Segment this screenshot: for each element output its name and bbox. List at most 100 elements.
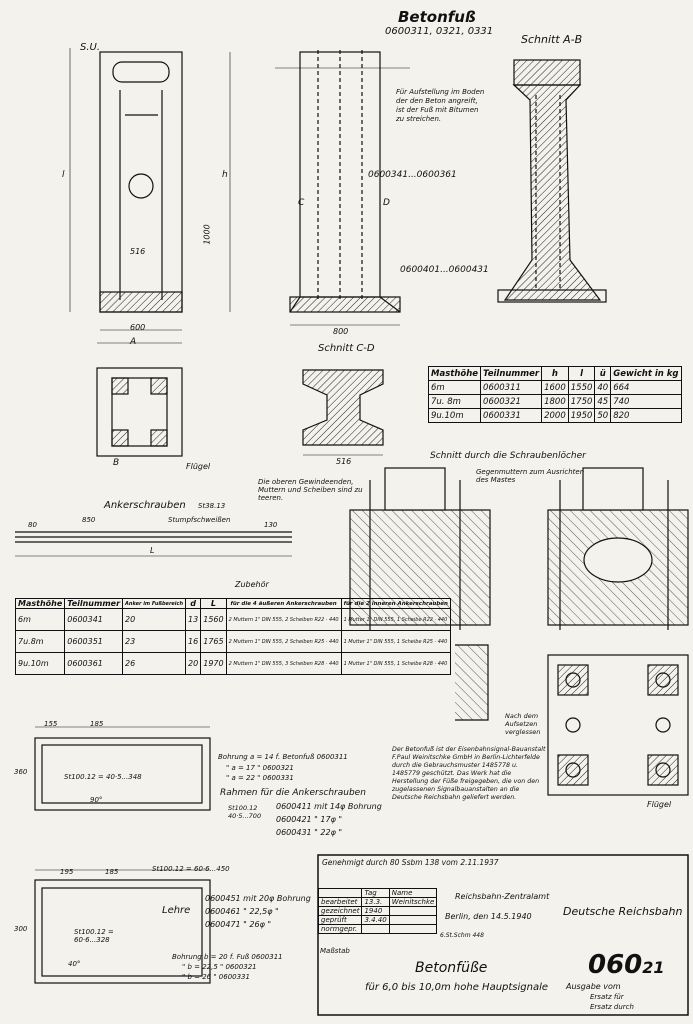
cell: 2000	[541, 408, 569, 423]
patent-paragraph: Der Betonfuß ist der Eisenbahnsignal-Bau…	[392, 746, 546, 801]
th-ue: ü	[594, 366, 612, 381]
label-c: C	[298, 198, 305, 208]
frame-anchor-spec: St100.12 40·5...700	[228, 804, 262, 820]
frame2-spec-mid: St100.12 = 60·6...328	[74, 928, 114, 944]
dim-516: 516	[130, 247, 146, 256]
plan-view	[96, 342, 183, 457]
lehre-row-1: 0600451 mit 20φ Bohrung	[205, 894, 311, 903]
cell: 20	[185, 652, 202, 675]
th-zub-1: für die 4 äußeren Ankerschrauben	[225, 598, 342, 609]
cell: 1 Mutter 1" DIN 555, 1 Scheibe R22 · 440	[340, 608, 451, 631]
cell: 0600331	[480, 408, 543, 423]
th-teilnummer: Teilnummer	[480, 366, 543, 381]
frame-anchor-row-3: 0600431 " 22φ "	[276, 828, 343, 837]
anchor-bolt-view	[15, 531, 292, 557]
label-d: D	[383, 198, 390, 208]
drawing-title: Betonfüße	[415, 960, 488, 976]
anchor-length-L: L	[150, 546, 155, 555]
frame1-d185: 185	[90, 720, 104, 728]
front-view-left	[69, 48, 231, 331]
cell	[388, 906, 438, 916]
org-label: Deutsche Reichsbahn	[563, 905, 683, 918]
cell: 1800	[541, 394, 569, 409]
cell: 13	[185, 608, 202, 631]
cell: 23	[122, 630, 187, 653]
ausgabe-label: Ausgabe vom	[566, 982, 621, 991]
cell: 1560	[200, 608, 227, 631]
lehre-title: Lehre	[162, 905, 191, 916]
th-a-a: Anker im Fußbereich	[122, 598, 187, 609]
fluegel-label-2: Flügel	[647, 800, 672, 809]
drawing-subtitle: für 6,0 bis 10,0m hohe Hauptsignale	[365, 982, 549, 993]
drawing-number-sub: 21	[642, 958, 665, 977]
label-b: B	[113, 458, 120, 468]
cell: 664	[610, 380, 682, 395]
fluegel-label-1: Flügel	[186, 462, 211, 471]
anchor-d130: 130	[264, 521, 278, 529]
anchor-weld: Stumpfschweißen	[168, 516, 231, 524]
cell	[388, 924, 438, 934]
cell: gezeichnet	[317, 906, 363, 916]
cell: 50	[594, 408, 612, 423]
cell: Name	[388, 888, 438, 898]
approval-note: Genehmigt durch 80 Ssbm 138 vom 2.11.193…	[322, 858, 499, 867]
cell	[361, 924, 390, 934]
cell: 820	[610, 408, 682, 423]
bolt-plan-view	[455, 644, 689, 796]
th-a-d: d	[185, 598, 202, 609]
sign-ref: 6.St.Schm 448	[440, 932, 484, 939]
title-block-border	[317, 854, 689, 1016]
drawing-number-main: 060	[588, 950, 643, 980]
cell: Weinitschke	[388, 897, 438, 907]
lehre-bore-2: " b = 26 " 0600331	[182, 973, 250, 981]
cell: 9u.10m	[14, 652, 66, 675]
su-label: S.U.	[80, 42, 101, 53]
frame1-angle: 90°	[90, 796, 103, 804]
th-a-teilnummer: Teilnummer	[64, 598, 124, 609]
cell: 2 Muttern 1" DIN 555, 3 Scheiben R28 · 4…	[225, 652, 342, 675]
th-h: h	[541, 366, 569, 381]
ersatz-durch-label: Ersatz durch	[590, 1003, 634, 1011]
cell: 1550	[567, 380, 596, 395]
frame-anchor-title: Rahmen für die Ankerschrauben	[220, 788, 366, 798]
section-cd-label: Schnitt C-D	[318, 343, 375, 354]
cell: 6m	[427, 380, 482, 395]
lehre-bore-title: Bohrung b = 20 f. Fuß 0600311	[172, 953, 283, 961]
frame1-d360: 360	[14, 768, 28, 776]
frame2-d185: 185	[105, 868, 119, 876]
frame-view-2	[34, 869, 211, 984]
lehre-bore-1: " b = 22,5 " 0600321	[182, 963, 257, 971]
cell: Tag	[361, 888, 390, 898]
label-a: A	[130, 337, 137, 347]
cell: geprüft	[317, 915, 363, 925]
dim-600: 600	[130, 323, 146, 332]
lehre-row-2: 0600461 " 22,5φ "	[205, 907, 279, 916]
frame2-spec-top: St100.12 = 60·6...450	[152, 865, 230, 873]
cell: 1 Mutter 1" DIN 555, 1 Scheibe R25 · 440	[340, 630, 451, 653]
cell: 1750	[567, 394, 596, 409]
cell: normgepr.	[317, 924, 363, 934]
cell: 0600321	[480, 394, 543, 409]
cell: 0600351	[64, 630, 124, 653]
ersatz-fuer-label: Ersatz für	[590, 993, 624, 1001]
dim-1000: 1000	[202, 224, 212, 245]
anchor-d80: 80	[28, 521, 37, 529]
cell: 1970	[200, 652, 227, 675]
dim-h: h	[222, 170, 228, 180]
lehre-row-3: 0600471 " 26φ "	[205, 920, 272, 929]
part-range-b: 0600401...0600431	[400, 265, 489, 275]
frame2-angle: 40°	[68, 960, 81, 968]
cell: 20	[122, 608, 187, 631]
frame1-bore-title: Bohrung a = 14 f. Betonfuß 0600311	[218, 753, 348, 761]
section-cd-view	[302, 369, 384, 456]
upper-threads-note: Die oberen Gewindeenden, Muttern und Sch…	[258, 478, 363, 502]
